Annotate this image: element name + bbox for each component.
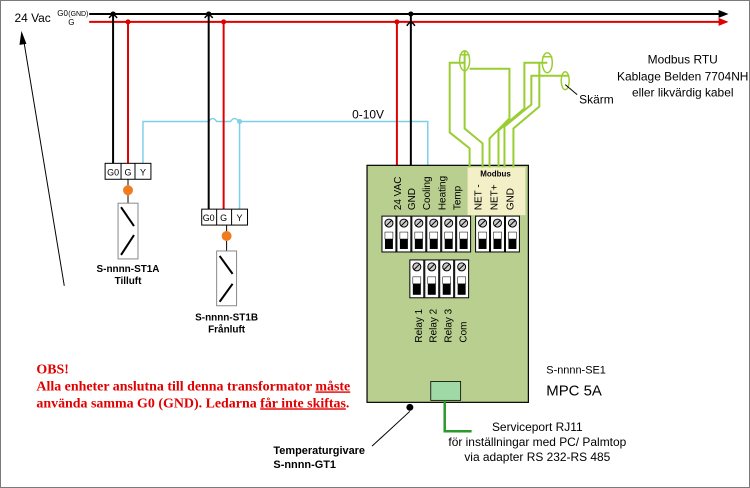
controller-drops — [395, 13, 412, 168]
screw-terminal — [396, 215, 412, 253]
service-port-lead — [443, 400, 472, 433]
temp-sensor-line2: S-nnnn-GT1 — [273, 459, 336, 471]
modbus-label-highlight — [467, 167, 526, 216]
warning-line-1: Alla enheter anslutna till denna transfo… — [36, 379, 350, 394]
sensor-b-terminal-g: G — [220, 213, 227, 223]
modbus-wire-return — [503, 74, 570, 168]
warning-title: OBS! — [36, 362, 69, 377]
screw-terminal — [454, 259, 470, 299]
service-port — [430, 381, 462, 401]
relay-label-3: Relay 3 — [444, 308, 455, 342]
warning-line-1-emphasis: måste — [315, 379, 350, 394]
terminal-label-temp: Temp — [453, 185, 464, 210]
terminal-label-net-minus: NET - — [474, 184, 485, 210]
supply-pointer-arrowhead — [19, 30, 27, 45]
controller-model: MPC 5A — [546, 382, 602, 399]
modbus-wire-shield — [448, 61, 471, 168]
sensor-b-terminal-g0: G0 — [203, 213, 215, 223]
sensor-a-name: S-nnnn-ST1A — [97, 264, 160, 275]
modbus-cable-line1: Kablage Belden 7704NH — [617, 70, 748, 84]
controller-junction-marks — [394, 11, 416, 27]
sensor-b-terminal-block — [201, 208, 249, 226]
temp-sensor-pointer — [371, 410, 411, 447]
sensor-a-probe — [117, 202, 139, 260]
warning-line-2-emphasis: får inte skiftas — [260, 396, 346, 411]
warning-line-2-end: . — [346, 396, 349, 411]
sensor-a-terminal-g: G — [125, 167, 132, 177]
screw-terminal — [475, 215, 491, 253]
modbus-cable-line2: eller likvärdig kabel — [632, 86, 734, 100]
screw-terminal — [441, 215, 457, 253]
ground-rail-arrow — [718, 9, 729, 18]
warning-line-2: använda samma G0 (GND). Ledarna får inte… — [36, 396, 349, 411]
warning-line-1-text: Alla enheter anslutna till denna transfo… — [36, 379, 315, 394]
modbus-wire-net-minus — [463, 50, 484, 168]
modbus-cable-shield-marks — [458, 50, 570, 91]
top-terminal-strip — [381, 215, 520, 253]
sensor-a: G0 G Y S-nnnn-ST1A Tilluft — [97, 162, 160, 287]
temp-sensor-line1: Temperaturgivare — [273, 445, 365, 457]
modbus-wire-gnd — [512, 62, 541, 168]
relay-label-1: Relay 1 — [414, 308, 425, 342]
screw-terminal — [409, 259, 425, 299]
screw-terminal — [490, 215, 505, 253]
controller-part-number: S-nnnn-SE1 — [546, 364, 606, 376]
terminal-label-cooling: Cooling — [422, 176, 433, 210]
warning-note: OBS! Alla enheter anslutna till denna tr… — [36, 362, 350, 411]
shield-pointer — [564, 84, 578, 95]
sensor-b-junction-marks — [204, 11, 227, 25]
modbus-title: Modbus RTU — [648, 53, 718, 67]
modbus-cable — [448, 50, 570, 168]
modbus-group-label: Modbus — [480, 169, 511, 178]
service-port-line2: för inställningar med PC/ Palmtop — [448, 435, 626, 449]
screw-terminal — [504, 215, 520, 253]
sensor-b-drops — [207, 13, 225, 211]
modbus-wire-extra — [469, 67, 511, 168]
terminal-label-gnd: GND — [407, 188, 418, 210]
sensor-b-probe — [216, 250, 238, 307]
sensor-a-description: Tilluft — [115, 276, 143, 287]
g0-label: G0 — [57, 9, 68, 18]
service-port-line1: Serviceport RJ11 — [492, 420, 583, 434]
screw-terminal — [411, 215, 427, 253]
relay-label-2: Relay 2 — [429, 308, 440, 342]
screw-terminal — [424, 259, 440, 299]
g-label: G — [68, 18, 74, 27]
sensor-b-indicator — [221, 231, 232, 242]
sensor-b-description: Frånluft — [208, 325, 246, 336]
gnd-label: (GND) — [68, 11, 88, 18]
sensor-a-terminal-y: Y — [140, 167, 146, 177]
sensor-b-terminal-y: Y — [237, 213, 243, 223]
supply-rail-arrow — [718, 17, 729, 26]
sensor-a-drops — [112, 13, 130, 179]
warning-line-2-text: använda samma G0 (GND). Ledarna — [36, 396, 260, 411]
shield-label: Skärm — [579, 93, 614, 107]
sensor-b-name: S-nnnn-ST1B — [195, 313, 258, 324]
supply-rails: 24 Vac G0 (GND) G — [14, 9, 729, 286]
supply-voltage-label: 24 Vac — [14, 11, 50, 25]
screw-terminal — [456, 215, 472, 253]
sensor-b: G0 G Y S-nnnn-ST1B Frånluft — [195, 208, 258, 336]
sensor-a-indicator — [123, 185, 133, 196]
terminal-label-24vac: 24 VAC — [393, 177, 404, 211]
controller: Modbus 24 VAC GND Cooling Heating Temp N… — [366, 164, 529, 403]
terminal-label-net-plus: NET+ — [489, 184, 500, 210]
screw-terminal — [381, 215, 397, 253]
service-port-line3: via adapter RS 232-RS 485 — [464, 450, 610, 464]
relay-terminal-strip — [409, 259, 470, 299]
screw-terminal — [426, 215, 442, 253]
temp-sensor-dot — [406, 403, 414, 411]
modbus-wire-net-plus — [497, 61, 548, 168]
sensor-a-terminal-g0: G0 — [107, 167, 119, 177]
sensor-a-junction-marks — [108, 11, 131, 25]
terminal-label-heating: Heating — [438, 176, 449, 210]
relay-label-com: Com — [459, 322, 470, 343]
signal-junction — [237, 119, 243, 124]
signal-label: 0-10V — [352, 108, 384, 122]
supply-pointer-line — [22, 38, 65, 286]
terminal-label-gnd-modbus: GND — [505, 188, 516, 210]
screw-terminal — [439, 259, 455, 299]
